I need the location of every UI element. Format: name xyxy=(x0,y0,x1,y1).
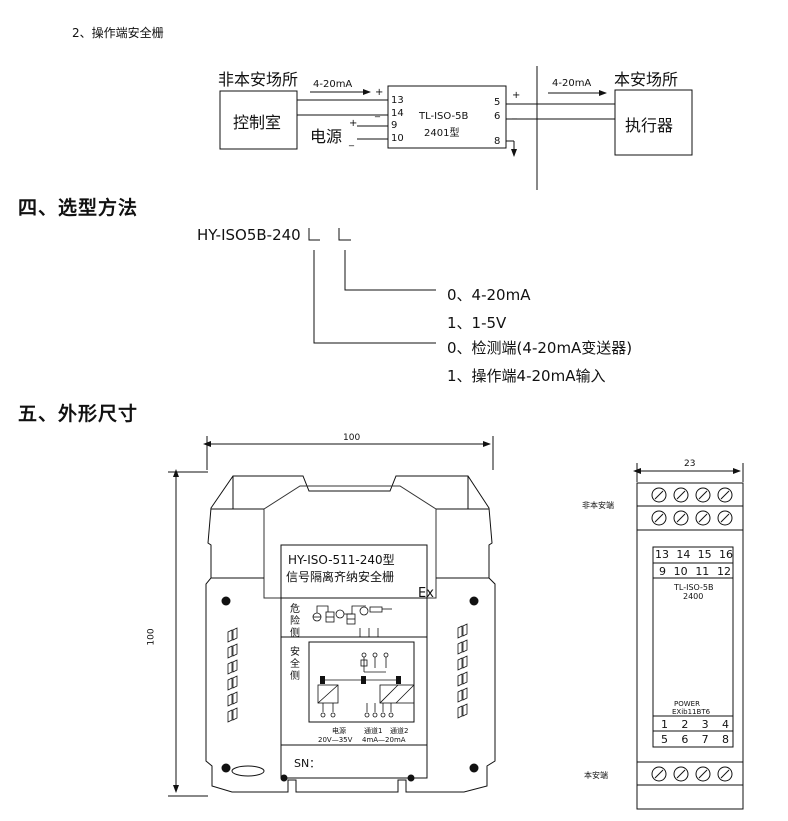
left-signal-label: 4-20mA xyxy=(313,79,353,90)
option-b1: 1、操作端4-20mA输入 xyxy=(447,367,606,385)
option-a1: 1、1-5V xyxy=(447,314,507,332)
model-prefix: HY-ISO5B-240 xyxy=(197,226,301,244)
ex-code: EXib11BT6 xyxy=(672,708,711,716)
option-a0: 0、4-20mA xyxy=(447,286,531,304)
actuator-label: 执行器 xyxy=(625,116,674,135)
module-model: 2401型 xyxy=(424,128,460,139)
isolator-module-box xyxy=(387,85,507,149)
dim-side-width: 23 xyxy=(684,459,696,469)
control-room-box xyxy=(219,90,298,150)
front-dimensions xyxy=(168,436,494,797)
safe-side-schematic xyxy=(317,652,415,718)
sn-label: SN： xyxy=(294,757,321,770)
slot-ellipse xyxy=(231,765,265,777)
front-housing xyxy=(205,475,496,793)
vent-slots xyxy=(227,623,468,723)
terminal-4: 4 xyxy=(721,718,729,731)
dim-width: 100 xyxy=(343,433,361,443)
terminal-9: 9 xyxy=(659,565,666,578)
code-box-2 xyxy=(338,228,351,241)
side-housing xyxy=(636,482,744,810)
terminal-13: 13 xyxy=(655,548,669,561)
terminal-3: 3 xyxy=(701,718,709,731)
front-name: 信号隔离齐纳安全栅 xyxy=(286,570,395,584)
safe-side-2: 全 xyxy=(290,659,300,670)
terminal-11: 11 xyxy=(695,565,710,578)
code-box-1 xyxy=(308,228,320,241)
side-model: TL-ISO-5B xyxy=(674,583,714,592)
right-signal-label: 4-20mA xyxy=(552,78,592,89)
terminal-14: 14 xyxy=(676,548,691,561)
terminal-row-1: 13 14 15 16 xyxy=(655,548,733,561)
terminal-8: 8 xyxy=(721,733,729,746)
mounting-holes xyxy=(221,596,479,782)
section-4-title: 四、选型方法 xyxy=(18,197,139,219)
danger-side-1: 危 xyxy=(290,604,300,615)
minus-10: _ xyxy=(349,136,354,147)
label-power: 电源 xyxy=(332,727,346,735)
safe-side-components xyxy=(320,676,401,684)
safe-circuit-box xyxy=(308,641,415,723)
control-room-label: 控制室 xyxy=(233,113,282,132)
terminal-15: 15 xyxy=(697,548,712,561)
safe-area-label: 本安场所 xyxy=(614,70,679,89)
side-label-panel xyxy=(652,546,734,748)
danger-side-3: 侧 xyxy=(290,628,300,639)
pin-6: 6 xyxy=(494,111,501,122)
pin-9: 9 xyxy=(391,120,398,131)
terminal-5: 5 xyxy=(661,733,668,746)
pin-14: 14 xyxy=(391,108,404,119)
actuator-box xyxy=(614,89,693,156)
terminal-1: 1 xyxy=(661,718,668,731)
section-5-title: 五、外形尺寸 xyxy=(18,403,139,425)
plus-9: + xyxy=(349,118,358,129)
terminal-16: 16 xyxy=(718,548,733,561)
terminal-12: 12 xyxy=(716,565,731,578)
danger-side-2: 险 xyxy=(290,616,300,627)
minus-14: _ xyxy=(375,107,380,118)
model-code-diagram xyxy=(308,228,436,344)
side-view xyxy=(633,463,744,810)
pin-8: 8 xyxy=(494,136,501,147)
wiring-diagram xyxy=(219,66,693,190)
power-label: 电源 xyxy=(310,127,343,146)
option-b0: 0、检测端(4-20mA变送器) xyxy=(447,339,633,357)
terminal-2: 2 xyxy=(681,718,689,731)
front-model: HY-ISO-511-240型 xyxy=(288,553,395,567)
module-name: TL-ISO-5B xyxy=(419,111,469,122)
screw-terminals xyxy=(651,487,733,782)
safe-side-1: 安 xyxy=(290,647,300,658)
label-current-range: 4mA—20mA xyxy=(362,736,406,744)
subsection-heading: 2、操作端安全栅 xyxy=(72,26,164,40)
terminal-row-2: 9 10 11 12 xyxy=(659,565,731,578)
power-label: POWER xyxy=(674,700,700,708)
side-model-num: 2400 xyxy=(683,592,704,601)
pin-10: 10 xyxy=(391,133,404,144)
front-label-panel xyxy=(280,544,428,779)
side-safe-label: 本安端 xyxy=(584,771,608,780)
safe-side-3: 侧 xyxy=(290,671,300,682)
danger-side-schematic xyxy=(312,605,392,637)
minus-6: _ xyxy=(512,109,517,120)
terminal-7: 7 xyxy=(701,733,709,746)
label-power-range: 20V—35V xyxy=(318,736,353,744)
bracket-b xyxy=(313,250,436,344)
pin-5: 5 xyxy=(494,97,501,108)
nonsafe-area-label: 非本安场所 xyxy=(218,70,299,89)
ex-mark: Ex xyxy=(418,586,434,601)
plus-5: + xyxy=(512,90,521,101)
plus-13: + xyxy=(375,87,384,98)
side-nonsafe-label: 非本安端 xyxy=(582,501,614,510)
terminal-6: 6 xyxy=(681,733,689,746)
label-ch1: 通道1 xyxy=(364,727,383,735)
terminal-row-3: 1 2 3 4 xyxy=(661,718,729,731)
terminal-10: 10 xyxy=(673,565,688,578)
label-ch2: 通道2 xyxy=(390,727,409,735)
bracket-a xyxy=(344,250,436,291)
terminal-row-4: 5 6 7 8 xyxy=(661,733,729,746)
pin-13: 13 xyxy=(391,95,404,106)
